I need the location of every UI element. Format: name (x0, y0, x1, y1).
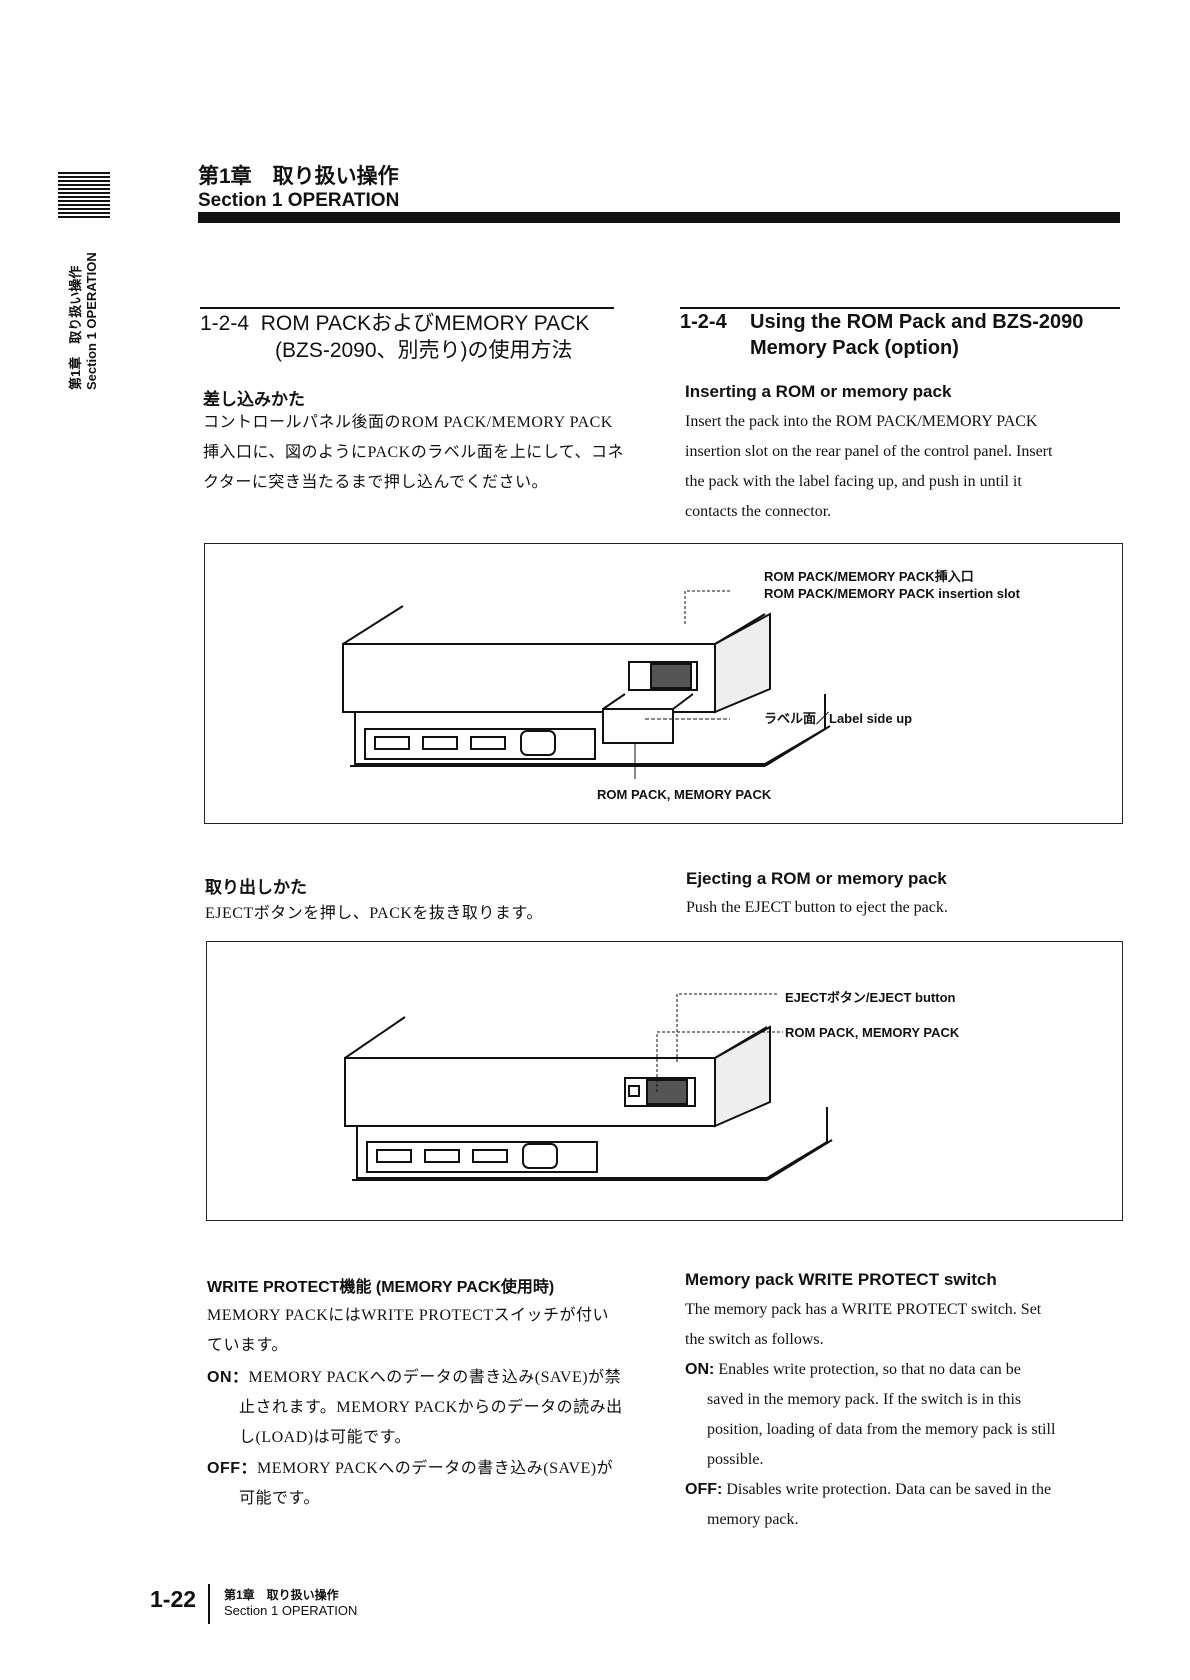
off-label-jp: OFF： (207, 1460, 257, 1477)
protect-jp-line: MEMORY PACKへのデータの書き込み(SAVE)が禁 (248, 1369, 622, 1386)
footer-divider (208, 1584, 210, 1624)
section-line1-en: Using the ROM Pack and BZS-2090 (750, 311, 1084, 333)
on-label-en: ON: (685, 1361, 715, 1378)
insert-jp-line: コントロールパネル後面のROM PACK/MEMORY PACK (203, 414, 613, 431)
protect-on-en: ON: Enables write protection, so that no… (685, 1355, 1130, 1475)
eject-body-jp: EJECTボタンを押し、PACKを抜き取ります。 (205, 905, 543, 922)
callout-pack: ROM PACK, MEMORY PACK (597, 787, 772, 802)
protect-en-line: position, loading of data from the memor… (707, 1421, 1056, 1438)
protect-jp-line: 止されます。MEMORY PACKからのデータの読み出 (239, 1399, 623, 1416)
callout-eject-button: EJECTボタン/EJECT button (785, 990, 956, 1005)
eject-pack-illustration (344, 993, 833, 1181)
insert-jp-line: 挿入口に、図のようにPACKのラベル面を上にして、コネ (203, 444, 624, 461)
section-rule-en (680, 307, 1120, 309)
section-rule-jp (200, 307, 614, 309)
footer-chapter-jp: 第1章 取り扱い操作 (224, 1588, 339, 1602)
protect-intro-en: The memory pack has a WRITE PROTECT swit… (685, 1295, 1125, 1355)
protect-en-line: Disables write protection. Data can be s… (726, 1481, 1052, 1498)
protect-jp-line: し(LOAD)は可能です。 (239, 1429, 411, 1446)
chapter-title-en: Section 1 OPERATION (198, 190, 400, 211)
protect-en-line: Enables write protection, so that no dat… (718, 1361, 1021, 1378)
eject-body-en: Push the EJECT button to eject the pack. (686, 899, 948, 916)
section-line2-jp: (BZS-2090、別売り)の使用方法 (275, 339, 573, 362)
insert-en-line: contacts the connector. (685, 503, 832, 520)
protect-jp-line: MEMORY PACKにはWRITE PROTECTスイッチが付い (207, 1307, 610, 1324)
callout-pack-2: ROM PACK, MEMORY PACK (785, 1025, 960, 1040)
protect-en-line: the switch as follows. (685, 1331, 824, 1348)
eject-title-en: Ejecting a ROM or memory pack (686, 869, 947, 888)
insert-en-line: the pack with the label facing up, and p… (685, 473, 1022, 490)
side-tab-jp: 第1章 取り扱い操作 (68, 265, 83, 390)
page-number: 1-22 (150, 1586, 197, 1612)
insert-en-line: Insert the pack into the ROM PACK/MEMORY… (685, 413, 1038, 430)
callout-label-side: ラベル面／Label side up (764, 711, 913, 726)
section-line1-jp: ROM PACKおよびMEMORY PACK (260, 312, 590, 335)
insert-pack-illustration (342, 590, 831, 779)
protect-title-en: Memory pack WRITE PROTECT switch (685, 1270, 997, 1289)
section-number-en: 1-2-4 (680, 311, 727, 333)
protect-en-line: memory pack. (707, 1511, 799, 1528)
protect-en-line: possible. (707, 1451, 764, 1468)
off-label-en: OFF: (685, 1481, 723, 1498)
protect-jp-line: MEMORY PACKへのデータの書き込み(SAVE)が (257, 1460, 614, 1477)
side-tab-label: 第1章 取り扱い操作 Section 1 OPERATION (68, 252, 100, 390)
insert-en-line: insertion slot on the rear panel of the … (685, 443, 1053, 460)
figure-eject-pack: EJECTボタン/EJECT button ROM PACK, MEMORY P… (206, 941, 1123, 1221)
insert-title-jp: 差し込みかた (203, 390, 305, 409)
protect-on-jp: ON：MEMORY PACKへのデータの書き込み(SAVE)が禁 止されます。M… (207, 1363, 657, 1453)
insert-body-en: Insert the pack into the ROM PACK/MEMORY… (685, 407, 1125, 527)
section-heading-jp: 1-2-4 ROM PACKおよびMEMORY PACK (200, 310, 589, 337)
eject-title-jp: 取り出しかた (205, 878, 307, 897)
side-tab-en: Section 1 OPERATION (84, 252, 99, 390)
on-label-jp: ON： (207, 1369, 249, 1386)
chapter-title-jp: 第1章 取り扱い操作 (198, 165, 399, 188)
insert-jp-line: クターに突き当たるまで押し込んでください。 (203, 474, 549, 491)
callout-slot-jp: ROM PACK/MEMORY PACK挿入口 (764, 569, 974, 584)
protect-en-line: saved in the memory pack. If the switch … (707, 1391, 1022, 1408)
section-line2-en: Memory Pack (option) (750, 337, 959, 359)
insert-title-en: Inserting a ROM or memory pack (685, 382, 952, 401)
footer-chapter-en: Section 1 OPERATION (224, 1603, 358, 1618)
callout-slot-en: ROM PACK/MEMORY PACK insertion slot (764, 586, 1020, 601)
insert-body-jp: コントロールパネル後面のROM PACK/MEMORY PACK 挿入口に、図の… (203, 408, 643, 498)
protect-jp-line: 可能です。 (239, 1490, 320, 1507)
protect-title-jp: WRITE PROTECT機能 (MEMORY PACK使用時) (207, 1279, 555, 1296)
protect-off-jp: OFF：MEMORY PACKへのデータの書き込み(SAVE)が 可能です。 (207, 1454, 657, 1514)
header-rule (198, 212, 1120, 223)
protect-jp-line: ています。 (207, 1337, 288, 1354)
protect-off-en: OFF: Disables write protection. Data can… (685, 1475, 1130, 1535)
protect-en-line: The memory pack has a WRITE PROTECT swit… (685, 1301, 1042, 1318)
figure-insert-pack: ROM PACK/MEMORY PACK挿入口 ROM PACK/MEMORY … (204, 543, 1123, 824)
section-number-jp: 1-2-4 (200, 312, 250, 335)
protect-intro-jp: MEMORY PACKにはWRITE PROTECTスイッチが付い ています。 (207, 1301, 647, 1361)
side-tab-marker (58, 172, 110, 218)
